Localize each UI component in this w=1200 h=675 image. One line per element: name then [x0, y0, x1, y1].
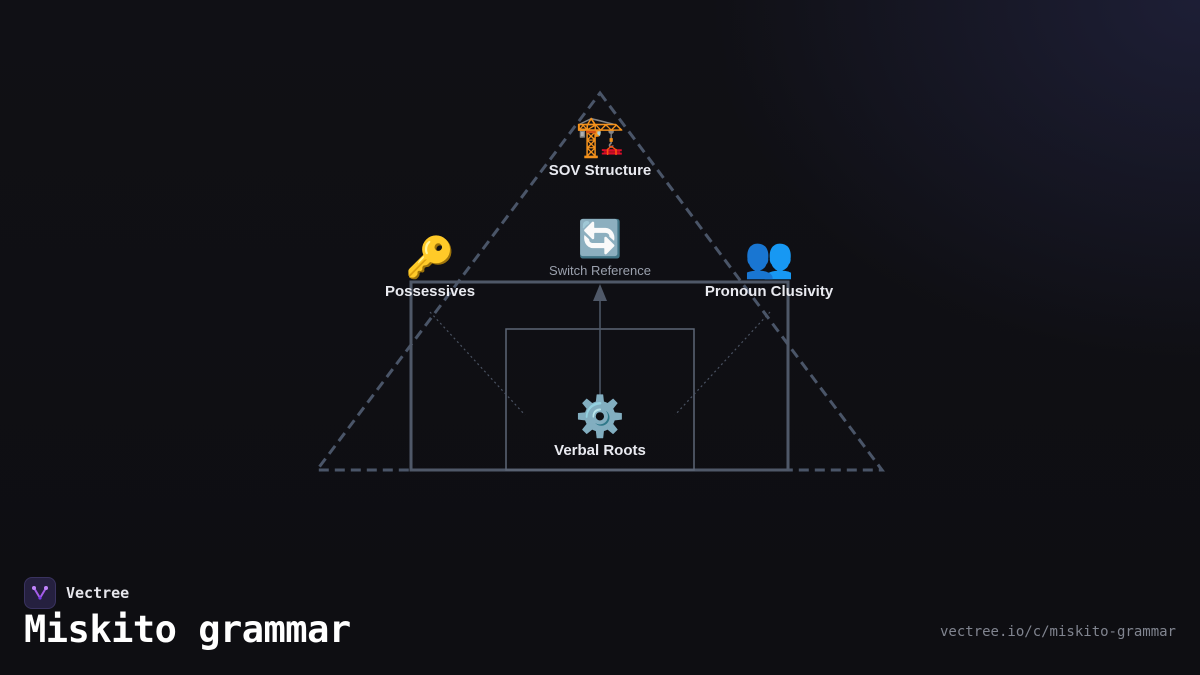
node-possessives: 🔑 Possessives: [385, 235, 475, 300]
page-url[interactable]: vectree.io/c/miskito-grammar: [939, 624, 1176, 640]
right-dotted-connector: [674, 311, 771, 416]
vectree-logo-icon: [24, 577, 56, 609]
center-arrowhead: [593, 284, 607, 301]
node-switch-reference: 🔄 Switch Reference: [549, 219, 651, 278]
key-icon: 🔑: [405, 235, 455, 281]
left-dotted-connector: [429, 311, 526, 416]
node-label: Pronoun Clusivity: [704, 283, 834, 300]
page-title: Miskito grammar: [24, 608, 351, 651]
people-icon: 👥: [744, 235, 794, 281]
gear-icon: ⚙️: [575, 394, 625, 440]
brand-name: Vectree: [66, 584, 130, 602]
cycle-arrows-icon: 🔄: [577, 219, 623, 260]
node-verbal-roots: ⚙️ Verbal Roots: [554, 394, 646, 459]
construction-crane-icon: 🏗️: [575, 114, 625, 160]
node-pronoun-clusivity: 👥 Pronoun Clusivity: [705, 235, 833, 300]
brand[interactable]: Vectree: [24, 577, 129, 609]
node-label: Switch Reference: [549, 263, 651, 278]
node-label: Possessives: [384, 283, 476, 300]
node-sov-structure: 🏗️ SOV Structure: [549, 114, 652, 179]
node-label: Verbal Roots: [554, 442, 646, 459]
node-label: SOV Structure: [548, 162, 652, 179]
